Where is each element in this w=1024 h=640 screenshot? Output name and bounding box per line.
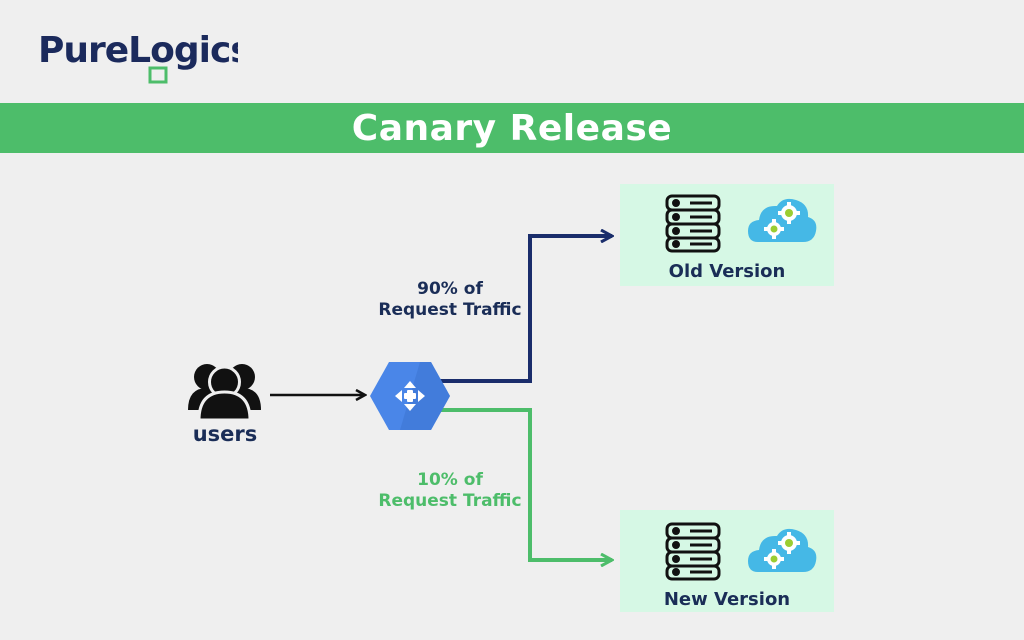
old-traffic-of: of xyxy=(457,279,483,299)
new-traffic-line2: Request Traffic xyxy=(378,491,522,511)
users-icon xyxy=(188,364,261,422)
old-traffic-line2: Request Traffic xyxy=(378,300,522,320)
users-label: users xyxy=(192,422,258,446)
new-version-label: New Version xyxy=(663,589,791,610)
new-traffic-line1: 10% of xyxy=(365,470,535,491)
load-balancer-icon xyxy=(370,362,450,430)
old-version-route-arrow xyxy=(440,236,612,383)
title-banner: Canary Release xyxy=(0,103,1024,153)
new-version-icons xyxy=(665,522,817,581)
logo-mark: PureLogics xyxy=(38,30,252,84)
new-version-route-arrow xyxy=(440,408,612,560)
old-traffic-percent: 90% xyxy=(417,279,458,299)
purelogics-logo: PureLogics xyxy=(38,30,252,84)
new-traffic-label: 10% of Request Traffic xyxy=(365,470,535,512)
new-version-box: New Version xyxy=(620,510,834,612)
old-version-icons xyxy=(665,194,817,253)
cloud-gears-icon xyxy=(748,198,817,242)
cloud-gears-icon xyxy=(748,528,817,572)
new-traffic-percent: 10% xyxy=(417,470,458,490)
old-version-box: Old Version xyxy=(620,184,834,286)
logo-text: PureLogics xyxy=(38,32,238,71)
server-icon xyxy=(665,522,721,581)
old-traffic-label: 90% of Request Traffic xyxy=(365,279,535,321)
old-traffic-line1: 90% of xyxy=(365,279,535,300)
new-traffic-of: of xyxy=(457,470,483,490)
page-title: Canary Release xyxy=(351,107,673,149)
old-version-label: Old Version xyxy=(668,261,786,282)
server-icon xyxy=(665,194,721,253)
logo-green-box xyxy=(148,66,168,84)
